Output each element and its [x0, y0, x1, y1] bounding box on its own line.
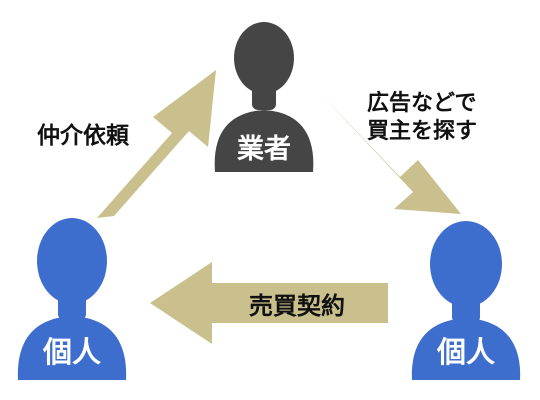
broker-label: 業者 [237, 134, 291, 165]
contract-caption: 売買契約 [249, 292, 345, 320]
person-silhouette-icon [214, 22, 314, 172]
person-silhouette-icon [17, 218, 127, 380]
request-arrow [97, 70, 216, 218]
contract-arrow [150, 262, 388, 344]
advertise-arrow [322, 95, 461, 214]
broker-person: 業者 [214, 22, 314, 172]
individual-left-person: 個人 [17, 218, 127, 380]
individual-right-person: 個人 [411, 221, 521, 380]
individual-right-label: 個人 [436, 335, 495, 369]
advertise-caption-line2: 買主を探す [367, 118, 477, 144]
person-silhouette-icon [411, 221, 521, 380]
request-caption: 仲介依頼 [37, 122, 130, 149]
individual-left-label: 個人 [42, 335, 101, 369]
advertise-caption-line1: 広告などで [367, 90, 477, 116]
